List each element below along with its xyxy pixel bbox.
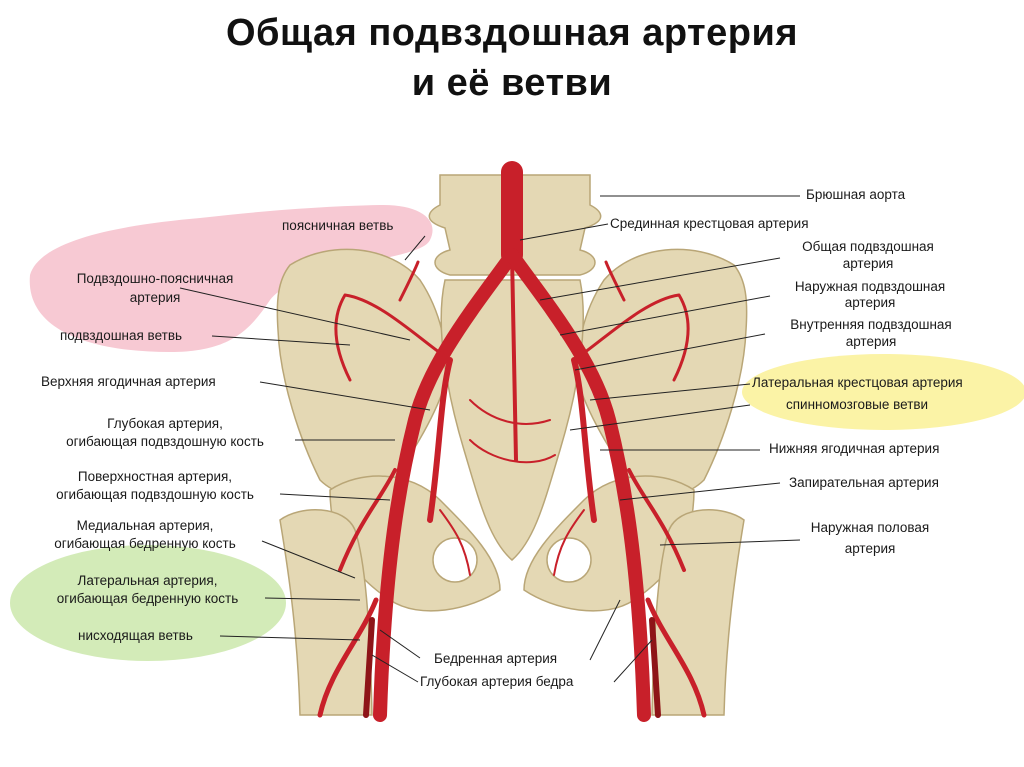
label-descending-branch: нисходящая ветвь: [78, 628, 193, 643]
label-external-pudendal-line1: Наружная половая: [810, 520, 930, 535]
label-common-iliac-line1: Общая подвздошная: [802, 239, 934, 254]
yellow-highlight-area: [742, 354, 1024, 430]
label-superficial-circumflex-line1: Поверхностная артерия,: [77, 469, 233, 484]
label-lumbar-branch: поясничная ветвь: [282, 218, 394, 233]
label-median-sacral: Срединная крестцовая артерия: [610, 216, 809, 231]
leader-lines: [179, 195, 801, 683]
slide-title-line1: Общая подвздошная артерия: [225, 12, 799, 54]
arteries: [317, 161, 707, 722]
label-iliac-branch: подвздошная ветвь: [60, 328, 183, 343]
label-external-pudendal-line2: артерия: [844, 541, 896, 556]
label-internal-iliac-line1: Внутренняя подвздошная: [790, 317, 952, 332]
label-medial-circumflex-line2: огибающая бедренную кость: [54, 536, 236, 551]
pink-highlight-area: [29, 204, 433, 352]
label-obturator: Запирательная артерия: [789, 475, 939, 490]
label-lateral-circumflex-line1: Латеральная артерия,: [77, 573, 218, 588]
label-inferior-gluteal: Нижняя ягодичная артерия: [769, 441, 940, 456]
label-iliolumbar-line2: артерия: [129, 290, 181, 305]
label-superficial-circumflex-line2: огибающая подвздошную кость: [56, 487, 254, 502]
label-common-iliac-line2: артерия: [842, 256, 894, 271]
label-external-iliac-line1: Наружная подвздошная: [794, 279, 946, 294]
label-spinal-branches: спинномозговые ветви: [786, 397, 929, 412]
label-iliolumbar-line1: Подвздошно-поясничная: [76, 271, 234, 286]
label-medial-circumflex-line1: Медиальная артерия,: [76, 518, 214, 533]
label-deep-circumflex-line1: Глубокая артерия,: [107, 416, 223, 431]
label-abdominal-aorta: Брюшная аорта: [806, 187, 906, 202]
slide-title-line2: и её ветви: [411, 62, 613, 104]
green-highlight-area: [10, 545, 286, 661]
label-deep-femoral-artery: Глубокая артерия бедра: [420, 674, 574, 689]
label-external-iliac-line2: артерия: [844, 295, 896, 310]
label-deep-circumflex-line2: огибающая подвздошную кость: [66, 434, 264, 449]
label-lateral-circumflex-line2: огибающая бедренную кость: [56, 591, 239, 606]
label-femoral-artery: Бедренная артерия: [434, 651, 558, 666]
label-lateral-sacral: Латеральная крестцовая артерия: [752, 375, 963, 390]
label-superior-gluteal: Верхняя ягодичная артерия: [41, 374, 216, 389]
label-internal-iliac-line2: артерия: [845, 334, 897, 349]
